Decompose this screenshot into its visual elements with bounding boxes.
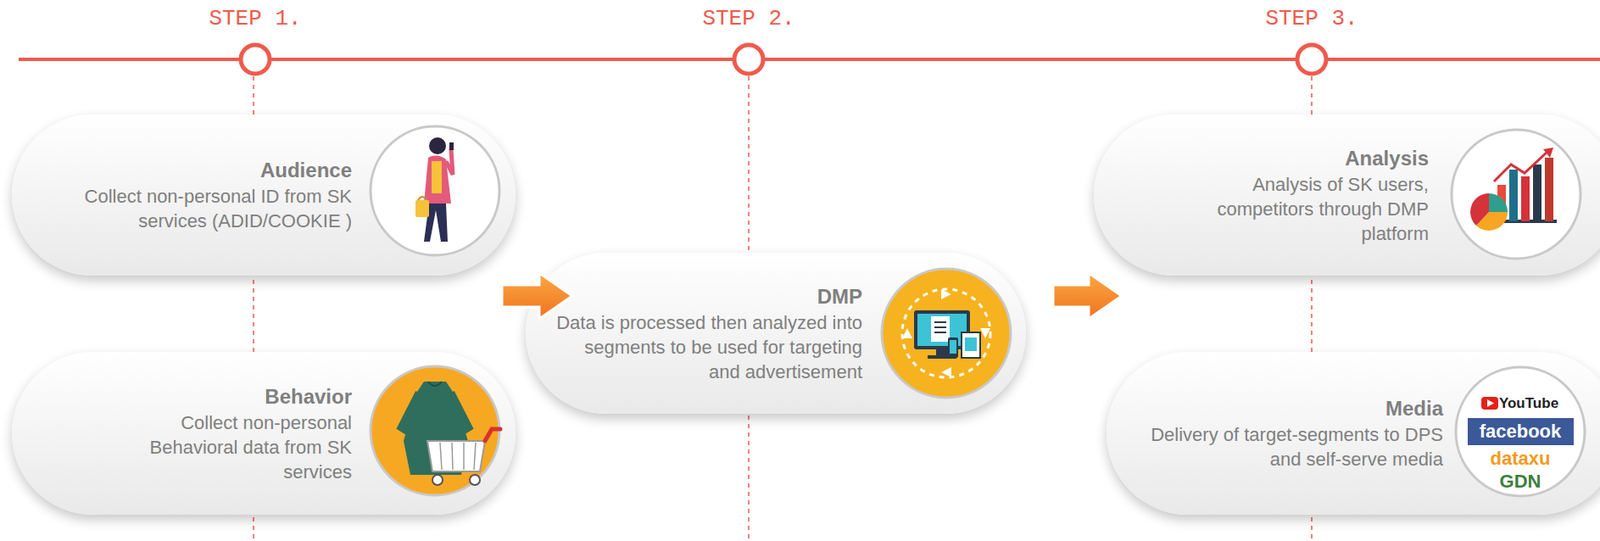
node-heading: DMP <box>551 283 863 311</box>
node-body: Data is processed then analyzed into seg… <box>551 310 863 385</box>
text-group: AnalysisAnalysis of SK users, competitor… <box>1212 144 1429 246</box>
node-body: Collect non-personal Behavioral data fro… <box>110 410 352 485</box>
node-body: Analysis of SK users, competitors throug… <box>1212 172 1429 246</box>
text-group: DMPData is processed then analyzed into … <box>551 283 863 385</box>
logo-text: YouTube <box>1499 395 1559 413</box>
audience-icon <box>370 126 500 256</box>
dmp-icon <box>881 268 1011 398</box>
logo-text: dataxu <box>1490 447 1551 470</box>
media-icon <box>1455 367 1585 497</box>
node-body: Delivery of target-segments to DPS and s… <box>1142 422 1444 472</box>
step-label: STEP 1. <box>208 5 302 32</box>
text-group: AudienceCollect non-personal ID from SK … <box>38 156 352 234</box>
text-group: BehaviorCollect non-personal Behavioral … <box>110 383 352 485</box>
analysis-icon <box>1451 129 1581 259</box>
logo-text: GDN <box>1499 470 1542 493</box>
node-heading: Behavior <box>110 383 352 411</box>
node-heading: Audience <box>38 156 352 184</box>
logo-text: facebook <box>1479 420 1562 443</box>
node-heading: Media <box>1142 395 1444 423</box>
flow-arrow <box>501 273 1122 319</box>
step-markers <box>240 44 1327 74</box>
behavior-icon <box>370 366 501 496</box>
node-body: Collect non-personal ID from SK services… <box>38 183 352 234</box>
text-group: MediaDelivery of target-segments to DPS … <box>1142 395 1444 472</box>
step-label: STEP 2. <box>702 5 795 32</box>
node-heading: Analysis <box>1212 144 1429 173</box>
step-label: STEP 3. <box>1265 5 1358 32</box>
